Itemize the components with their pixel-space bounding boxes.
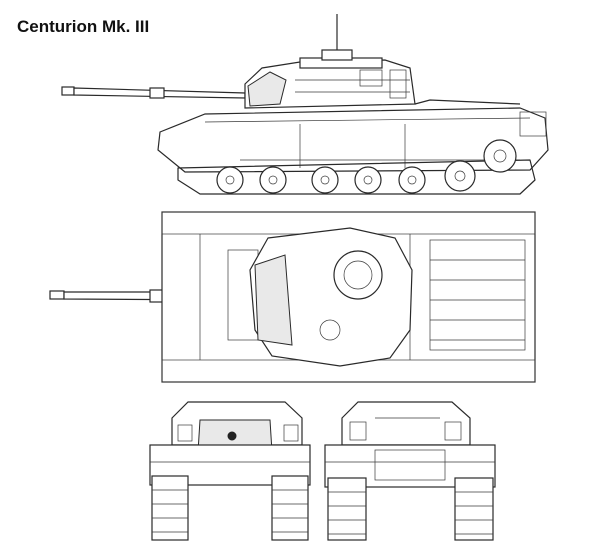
side-view-gun-barrel	[61, 86, 246, 99]
front-view-tracks	[151, 475, 309, 541]
side-view	[61, 14, 549, 195]
rear-view	[324, 401, 496, 541]
front-view	[149, 401, 311, 541]
side-view-turret	[244, 49, 416, 109]
drawing-title: Centurion Mk. III	[17, 17, 150, 36]
top-view-turret	[249, 227, 413, 367]
side-view-running-gear	[177, 139, 536, 195]
rear-view-turret	[341, 401, 471, 446]
side-view-hull	[157, 99, 549, 173]
top-view	[49, 211, 536, 383]
front-view-turret	[171, 401, 303, 453]
rear-view-tracks	[327, 477, 494, 541]
